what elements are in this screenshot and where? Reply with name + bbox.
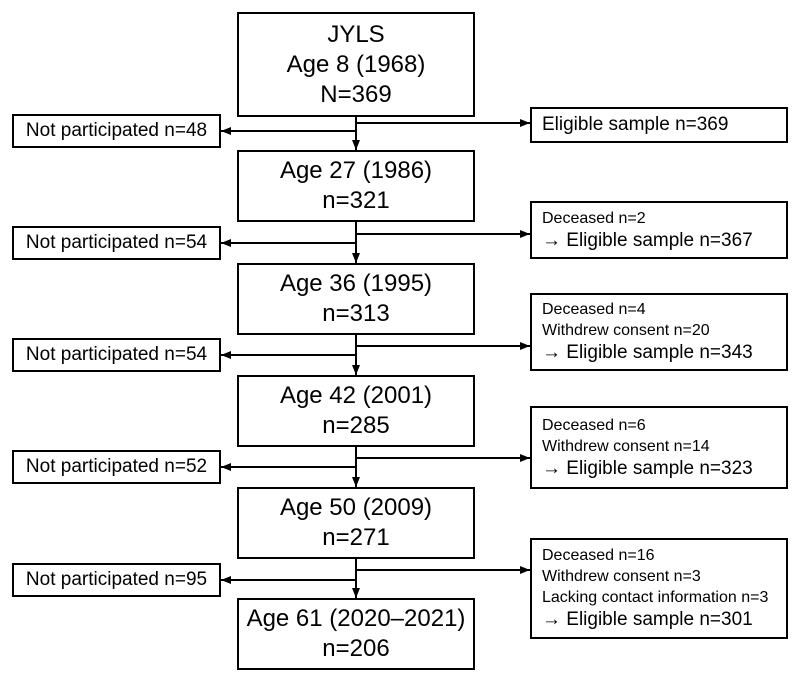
exclusion-detail: Lacking contact information n=3 (542, 589, 769, 606)
cohort-box-age-8: JYLS Age 8 (1968) N=369 (237, 12, 475, 117)
eligible-sample-label: Eligible sample n=369 (542, 114, 729, 135)
exclusion-detail: Deceased n=6 (542, 416, 646, 434)
eligible-sample-label: → Eligible sample n=323 (542, 457, 753, 479)
cohort-box-line: Age 42 (2001) (279, 382, 433, 409)
cohort-box-line: Age 27 (1986) (279, 157, 433, 184)
not-participated-box-3: Not participated n=54 (12, 338, 221, 372)
cohort-box-age-50: Age 50 (2009) n=271 (237, 487, 475, 559)
eligible-sample-label: → Eligible sample n=367 (542, 229, 753, 251)
not-participated-box-2: Not participated n=54 (12, 226, 221, 260)
cohort-box-age-42: Age 42 (2001) n=285 (237, 375, 475, 447)
cohort-box-line: JYLS (327, 20, 385, 48)
cohort-box-line: n=271 (322, 524, 390, 551)
cohort-box-line: Age 8 (1968) (286, 50, 426, 78)
not-participated-label: Not participated n=54 (25, 232, 208, 253)
exclusion-detail: Withdrew consent n=14 (542, 437, 710, 455)
cohort-box-line: n=206 (322, 635, 390, 662)
not-participated-box-1: Not participated n=48 (12, 114, 221, 148)
cohort-box-line: Age 50 (2009) (279, 494, 433, 521)
exclusion-detail: Deceased n=4 (542, 301, 646, 318)
not-participated-label: Not participated n=48 (25, 120, 208, 141)
exclusion-detail: Withdrew consent n=20 (542, 322, 710, 339)
cohort-box-age-36: Age 36 (1995) n=313 (237, 263, 475, 335)
eligibility-box-4: Deceased n=6 Withdrew consent n=14 → Eli… (530, 406, 788, 489)
not-participated-label: Not participated n=54 (25, 344, 208, 365)
cohort-box-line: N=369 (320, 80, 392, 108)
exclusion-detail: Deceased n=16 (542, 547, 655, 564)
not-participated-box-4: Not participated n=52 (12, 450, 221, 484)
eligibility-box-1: Eligible sample n=369 (530, 107, 788, 143)
exclusion-detail: Deceased n=2 (542, 209, 646, 227)
eligibility-box-2: Deceased n=2 → Eligible sample n=367 (530, 201, 788, 259)
not-participated-label: Not participated n=95 (25, 569, 208, 590)
cohort-box-line: Age 61 (2020–2021) (246, 605, 466, 632)
eligibility-box-3: Deceased n=4 Withdrew consent n=20 → Eli… (530, 293, 788, 371)
cohort-box-line: n=321 (322, 187, 390, 214)
exclusion-detail: Withdrew consent n=3 (542, 568, 701, 585)
not-participated-box-5: Not participated n=95 (12, 563, 221, 597)
cohort-box-line: n=313 (322, 300, 390, 327)
not-participated-label: Not participated n=52 (25, 456, 208, 477)
eligible-sample-label: → Eligible sample n=301 (542, 609, 753, 630)
cohort-box-age-27: Age 27 (1986) n=321 (237, 150, 475, 222)
cohort-box-age-61: Age 61 (2020–2021) n=206 (237, 598, 475, 670)
cohort-box-line: n=285 (322, 412, 390, 439)
eligible-sample-label: → Eligible sample n=343 (542, 342, 753, 363)
eligibility-box-5: Deceased n=16 Withdrew consent n=3 Lacki… (530, 538, 788, 639)
cohort-box-line: Age 36 (1995) (279, 270, 433, 297)
